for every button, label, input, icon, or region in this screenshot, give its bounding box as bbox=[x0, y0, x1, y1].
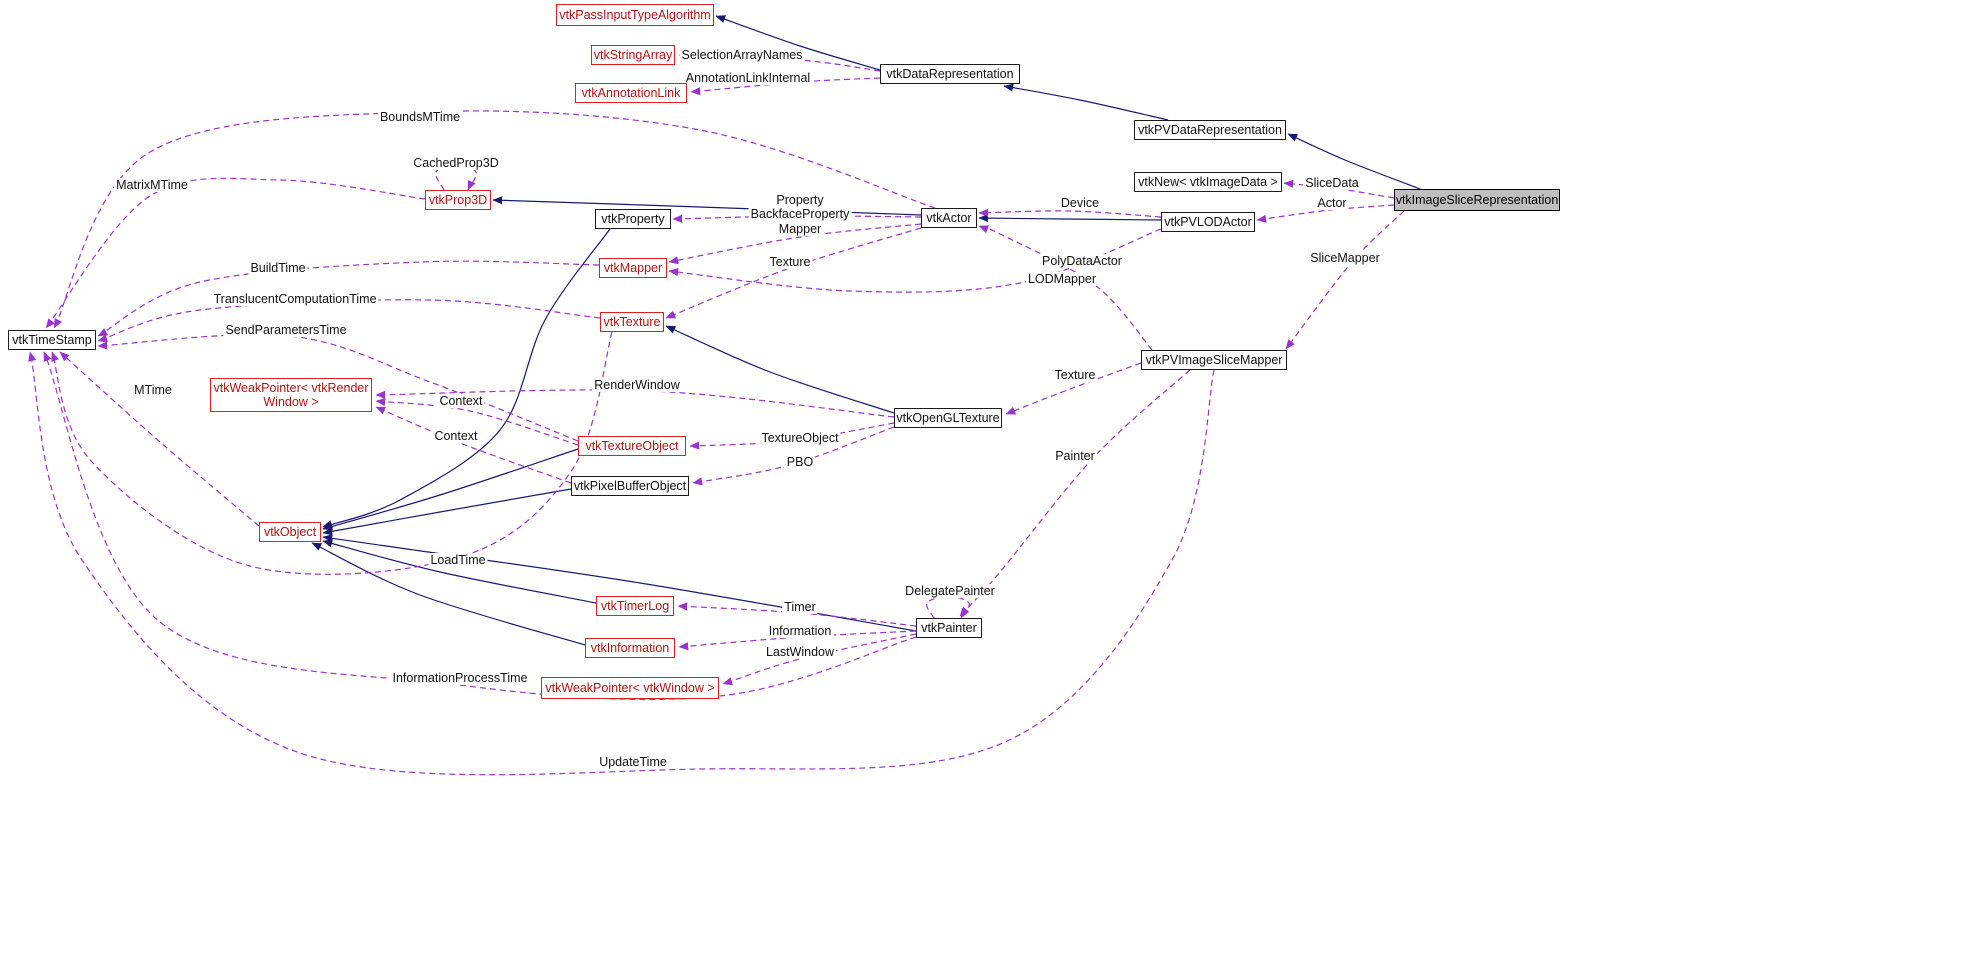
edge-pvImageSliceMapper-openGLTexture bbox=[1005, 362, 1142, 415]
edge-prop3D-timeStamp bbox=[45, 177, 426, 329]
edge-painter-information bbox=[678, 630, 917, 651]
edge-painter-painter bbox=[925, 595, 970, 619]
node-newImageData[interactable]: vtkNew< vtkImageData > bbox=[1134, 172, 1282, 192]
edge-actor-prop3D bbox=[492, 196, 922, 216]
edge-dataRepresentation-annotationLink bbox=[690, 77, 881, 96]
edge-pvImageSliceMapper-actor bbox=[978, 225, 1153, 351]
node-textureObject[interactable]: vtkTextureObject bbox=[578, 436, 686, 456]
node-texture[interactable]: vtkTexture bbox=[600, 312, 664, 332]
node-information[interactable]: vtkInformation bbox=[585, 638, 675, 658]
edge-textureObject-weakPtrRenderWindow bbox=[375, 397, 579, 446]
edge-pvDataRepresentation-dataRepresentation bbox=[1003, 83, 1169, 121]
edge-property-object bbox=[322, 228, 611, 528]
edge-imageSliceRepresentation-pvImageSliceMapper bbox=[1285, 210, 1405, 350]
edge-openGLTexture-pixelBufferObject bbox=[692, 426, 895, 486]
edge-textureObject-timeStamp bbox=[97, 333, 579, 442]
edge-timerLog-object bbox=[322, 539, 597, 604]
edge-information-object bbox=[311, 542, 586, 646]
node-stringArray[interactable]: vtkStringArray bbox=[591, 45, 675, 65]
edge-pvLODActor-actor bbox=[978, 208, 1162, 218]
node-pvLODActor[interactable]: vtkPVLODActor bbox=[1161, 212, 1255, 232]
edge-texture-timeStamp bbox=[51, 331, 613, 575]
edge-imageSliceRepresentation-newImageData bbox=[1283, 179, 1395, 199]
edge-imageSliceRepresentation-pvLODActor bbox=[1256, 204, 1395, 223]
node-pvDataRepresentation[interactable]: vtkPVDataRepresentation bbox=[1134, 120, 1286, 140]
edge-actor-property bbox=[672, 214, 922, 223]
node-painter[interactable]: vtkPainter bbox=[916, 618, 982, 638]
edge-texture-timeStamp bbox=[97, 299, 601, 343]
node-timeStamp[interactable]: vtkTimeStamp bbox=[8, 330, 96, 350]
node-mapper[interactable]: vtkMapper bbox=[599, 258, 667, 278]
edge-prop3D-prop3D bbox=[435, 163, 477, 191]
edge-pvImageSliceMapper-timeStamp bbox=[28, 351, 1215, 776]
edge-object-timeStamp bbox=[59, 351, 260, 527]
edge-painter-weakPtrWindow bbox=[722, 633, 917, 686]
node-dataRepresentation[interactable]: vtkDataRepresentation bbox=[880, 64, 1020, 84]
node-property[interactable]: vtkProperty bbox=[595, 209, 671, 229]
node-prop3D[interactable]: vtkProp3D bbox=[425, 190, 491, 210]
edge-openGLTexture-texture bbox=[665, 325, 895, 414]
edge-openGLTexture-weakPtrRenderWindow bbox=[375, 389, 895, 418]
node-object[interactable]: vtkObject bbox=[259, 522, 321, 542]
edge-painter-object bbox=[322, 534, 917, 632]
node-timerLog[interactable]: vtkTimerLog bbox=[596, 596, 674, 616]
edge-mapper-timeStamp bbox=[97, 260, 600, 337]
node-openGLTexture[interactable]: vtkOpenGLTexture bbox=[894, 408, 1002, 428]
node-weakPtrRenderWindow[interactable]: vtkWeakPointer< vtkRender Window > bbox=[210, 378, 372, 412]
edge-painter-timerLog bbox=[677, 602, 917, 627]
node-annotationLink[interactable]: vtkAnnotationLink bbox=[575, 83, 687, 103]
edge-pvImageSliceMapper-painter bbox=[959, 369, 1191, 617]
edge-pvLODActor-mapper bbox=[668, 228, 1162, 293]
node-actor[interactable]: vtkActor bbox=[921, 208, 977, 228]
node-pvImageSliceMapper[interactable]: vtkPVImageSliceMapper bbox=[1141, 350, 1287, 370]
edge-dataRepresentation-passInputTypeAlgorithm bbox=[715, 15, 881, 71]
edge-pvLODActor-actor bbox=[978, 214, 1162, 223]
edge-actor-timeStamp bbox=[53, 110, 936, 329]
edge-painter-timeStamp bbox=[43, 351, 917, 701]
edge-openGLTexture-textureObject bbox=[689, 422, 895, 450]
edge-actor-mapper bbox=[668, 223, 922, 265]
node-weakPtrWindow[interactable]: vtkWeakPointer< vtkWindow > bbox=[541, 677, 719, 699]
edge-imageSliceRepresentation-pvDataRepresentation bbox=[1287, 133, 1421, 190]
edge-actor-texture bbox=[665, 227, 922, 319]
edge-pixelBufferObject-weakPtrRenderWindow bbox=[375, 406, 572, 484]
node-imageSliceRepresentation: vtkImageSliceRepresentation bbox=[1394, 189, 1560, 211]
edge-dataRepresentation-stringArray bbox=[678, 51, 881, 72]
edge-textureObject-object bbox=[322, 448, 579, 531]
node-passInputTypeAlgorithm[interactable]: vtkPassInputTypeAlgorithm bbox=[556, 4, 714, 26]
edge-pixelBufferObject-object bbox=[322, 488, 572, 536]
node-pixelBufferObject[interactable]: vtkPixelBufferObject bbox=[571, 476, 689, 496]
